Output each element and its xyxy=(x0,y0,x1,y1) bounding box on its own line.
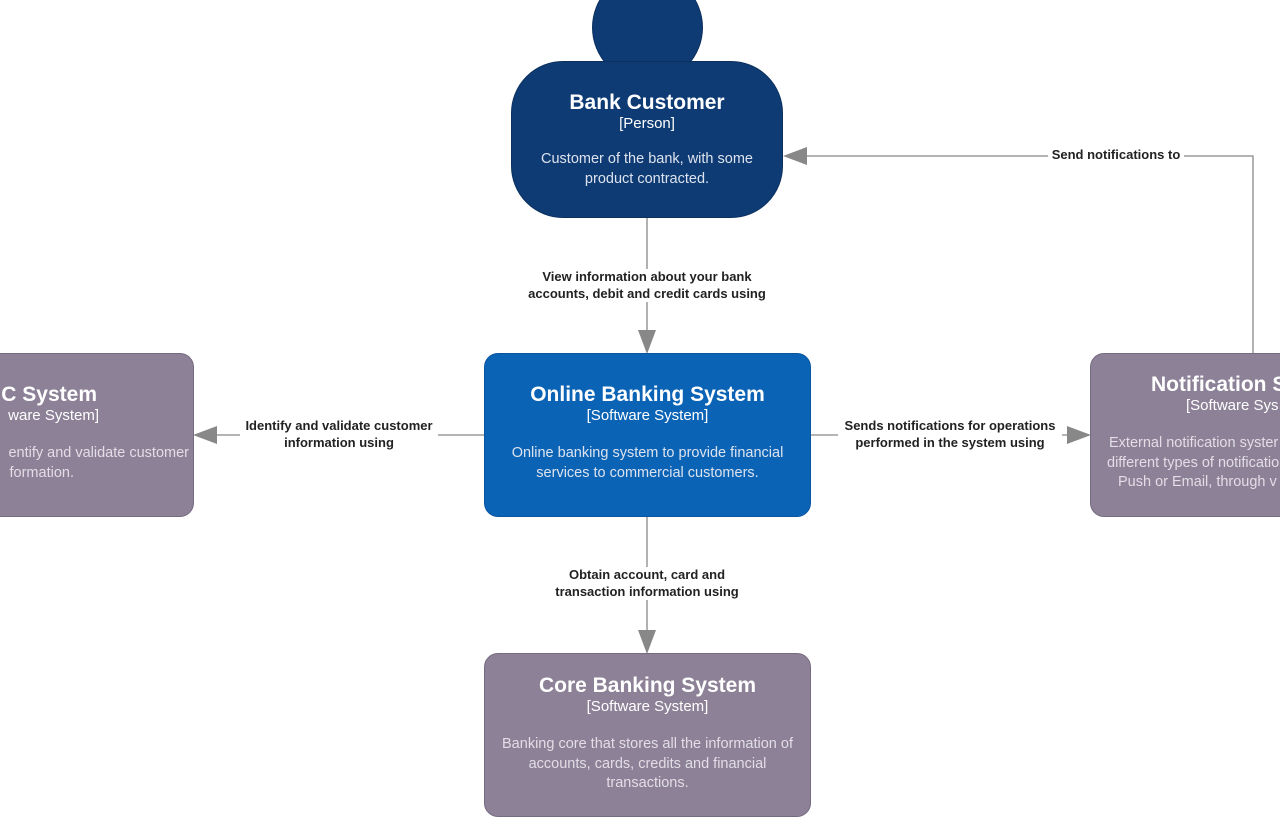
node-title: Notification S xyxy=(1151,373,1280,396)
node-description-line: Push or Email, through v xyxy=(1118,474,1277,490)
node-description: Customer of the bank, with some product … xyxy=(541,151,753,187)
edge-label-line: transaction information using xyxy=(555,583,739,599)
node-description: Online banking system to provide financi… xyxy=(511,445,784,481)
node-title: Core Banking System xyxy=(538,674,757,697)
node-kind: [Person] xyxy=(619,115,675,132)
edge-label-line: Identify and validate customer xyxy=(245,418,433,433)
node-kind: [Software Sys xyxy=(1186,397,1279,414)
node-title: Online Banking System xyxy=(530,383,765,406)
edge-label-line: View information about your bank xyxy=(542,269,752,284)
edge-label-line: information using xyxy=(284,434,394,450)
edge-label-line: accounts, debit and credit cards using xyxy=(528,285,766,301)
edge-label-online-to-core: Obtain account, card and transaction inf… xyxy=(547,567,747,600)
node-description: External notification syster different t… xyxy=(1091,434,1280,493)
edge-label-line: Obtain account, card and xyxy=(568,567,726,582)
node-title: Bank Customer xyxy=(569,91,725,114)
online-banking-system-node[interactable]: Online Banking System [Software System] … xyxy=(484,353,811,517)
core-banking-system-node[interactable]: Core Banking System [Software System] Ba… xyxy=(484,653,811,817)
bank-customer-node[interactable]: Bank Customer [Person] Customer of the b… xyxy=(511,61,783,218)
edge-label-line: Sends notifications for operations xyxy=(844,418,1056,433)
node-content: C System ware System] entify and validat… xyxy=(0,383,195,483)
edge-label-line: Send notifications to xyxy=(1051,147,1181,162)
edge-notification-to-customer xyxy=(783,147,1254,353)
edge-label-line: performed in the system using xyxy=(855,434,1045,450)
node-content: Notification S [Software Sys External no… xyxy=(1091,373,1280,493)
node-description-line: different types of notificatio xyxy=(1107,454,1280,471)
node-kind: ware System] xyxy=(8,407,99,424)
node-title: C System xyxy=(1,383,97,406)
node-description: Banking core that stores all the informa… xyxy=(502,736,793,791)
edge-label-customer-to-online: View information about your bank account… xyxy=(521,269,773,302)
node-description-line: External notification syster xyxy=(1109,435,1279,451)
node-kind: [Software System] xyxy=(586,407,709,424)
notification-system-node[interactable]: Notification S [Software Sys External no… xyxy=(1090,353,1280,517)
node-kind: [Software System] xyxy=(586,698,709,715)
edge-label-online-to-kyc: Identify and validate customer informati… xyxy=(240,418,438,451)
kyc-system-node[interactable]: C System ware System] entify and validat… xyxy=(0,353,194,517)
node-description-line: formation. xyxy=(9,464,74,481)
node-description-line: entify and validate customer xyxy=(8,445,189,461)
edge-label-online-to-notification: Sends notifications for operations perfo… xyxy=(838,418,1062,451)
node-description: entify and validate customer formation. xyxy=(0,444,195,483)
edge-label-notification-to-customer: Send notifications to xyxy=(1048,147,1184,164)
